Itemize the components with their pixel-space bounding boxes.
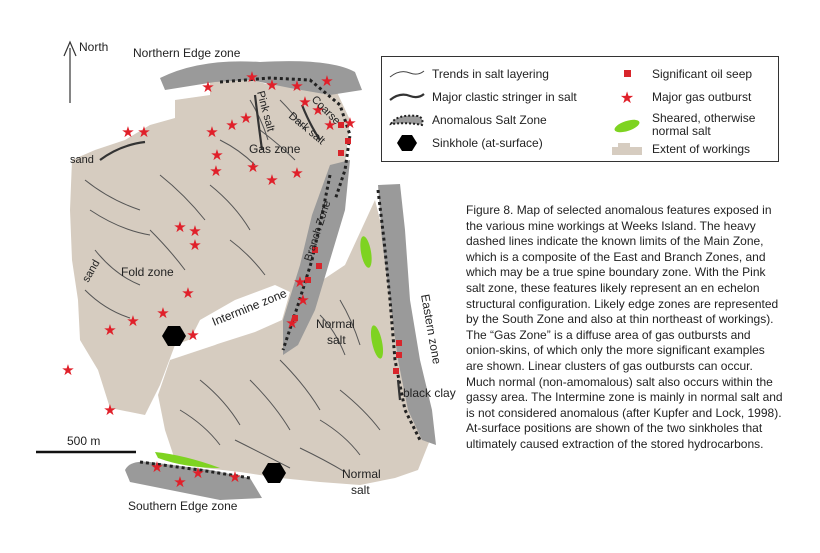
legend-item: Major clastic stringer in salt: [388, 89, 577, 105]
figure-caption: Figure 8. Map of selected anomalous feat…: [466, 203, 783, 451]
map-legend: Trends in salt layering Major clastic st…: [381, 56, 779, 162]
sheared-lens-1: [360, 236, 372, 268]
svg-text:★: ★: [181, 284, 194, 302]
sheared-lens-2: [370, 325, 384, 359]
svg-text:★: ★: [311, 101, 324, 119]
svg-text:★: ★: [293, 273, 306, 291]
svg-text:★: ★: [188, 222, 201, 240]
normal-salt-label-1b: salt: [327, 333, 346, 347]
southern-edge-zone: [125, 461, 262, 500]
svg-text:★: ★: [296, 291, 309, 309]
svg-text:★: ★: [290, 77, 303, 95]
salt-layering-trends: [84, 99, 381, 473]
svg-text:★: ★: [156, 304, 169, 322]
normal-salt-label-2b: salt: [351, 483, 370, 497]
eastern-zone-label: Eastern zone: [418, 293, 444, 365]
clastic-stringers: [99, 94, 402, 401]
legend-item: Anomalous Salt Zone: [388, 112, 547, 128]
eastern-zone: [378, 184, 436, 445]
svg-text:★: ★: [290, 164, 303, 182]
svg-text:★: ★: [209, 162, 222, 180]
southern-edge-boundary: [139, 460, 251, 480]
svg-text:★: ★: [620, 89, 634, 105]
scale-label: 500 m: [67, 434, 100, 448]
dashed-zone-icon: [389, 114, 424, 127]
svg-text:★: ★: [210, 146, 223, 164]
gas-outburst-star: ★: [201, 78, 214, 96]
svg-text:★: ★: [173, 218, 186, 236]
sand-label-1: sand: [70, 154, 94, 166]
north-arrow: [63, 40, 77, 103]
svg-text:★: ★: [137, 123, 150, 141]
svg-text:★: ★: [121, 123, 134, 141]
oil-seep-square: [338, 122, 344, 128]
svg-text:★: ★: [239, 109, 252, 127]
svg-text:★: ★: [298, 93, 311, 111]
svg-text:★: ★: [343, 114, 356, 132]
svg-text:★: ★: [191, 464, 204, 482]
thin-line-icon: [389, 70, 425, 78]
green-lens-icon: [614, 119, 640, 133]
svg-text:★: ★: [103, 401, 116, 419]
fold-zone-label: Fold zone: [121, 265, 174, 279]
hexagon-icon: [397, 135, 417, 151]
svg-text:★: ★: [265, 171, 278, 189]
svg-text:★: ★: [150, 458, 163, 476]
gas-outbursts: ★ ★ ★ ★ ★ ★ ★ ★ ★ ★ ★ ★ ★ ★ ★ ★ ★ ★ ★ ★ …: [61, 68, 356, 491]
svg-text:★: ★: [188, 236, 201, 254]
southern-edge-zone-label: Southern Edge zone: [128, 499, 238, 513]
legend-item: Sheared, otherwise normal salt: [608, 112, 782, 138]
black-clay-label: black clay: [403, 386, 456, 400]
svg-text:★: ★: [225, 116, 238, 134]
main-zone-boundary-branch: [281, 174, 332, 351]
legend-item: ★ Major gas outburst: [608, 89, 752, 105]
branch-zone: [283, 160, 350, 355]
legend-item: Significant oil seep: [608, 66, 752, 82]
red-square-icon: [624, 70, 631, 77]
svg-text:★: ★: [61, 361, 74, 379]
svg-text:★: ★: [265, 76, 278, 94]
main-zone-boundary-north: [219, 76, 352, 201]
legend-item: Extent of workings: [608, 141, 750, 157]
svg-text:★: ★: [205, 123, 218, 141]
sheared-lens-3: [155, 452, 220, 468]
svg-text:★: ★: [323, 116, 336, 134]
svg-text:★: ★: [103, 321, 116, 339]
legend-item: Sinkhole (at-surface): [388, 135, 543, 151]
svg-text:★: ★: [186, 326, 199, 344]
workings-west: [70, 78, 350, 415]
normal-salt-label-1: Normal: [316, 317, 355, 331]
svg-text:★: ★: [228, 468, 241, 486]
intermine-gap: [190, 285, 290, 348]
north-label: North: [79, 40, 108, 54]
oil-seeps: [292, 122, 402, 374]
northern-edge-zone: [160, 61, 362, 95]
main-zone-boundary-east: [376, 189, 422, 441]
svg-text:★: ★: [320, 72, 333, 90]
sinkhole-hexagon: [262, 463, 286, 483]
svg-text:★: ★: [126, 312, 139, 330]
thick-line-icon: [389, 93, 425, 101]
normal-salt-label-2: Normal: [342, 467, 381, 481]
red-star-icon: ★: [620, 89, 634, 105]
northern-edge-zone-label: Northern Edge zone: [133, 46, 241, 60]
svg-text:★: ★: [246, 158, 259, 176]
svg-text:★: ★: [245, 68, 258, 86]
workings-icon: [612, 143, 642, 155]
sinkhole-hexagon: [162, 326, 186, 346]
svg-text:★: ★: [173, 473, 186, 491]
gas-zone-label: Gas zone: [249, 142, 301, 156]
legend-item: Trends in salt layering: [388, 66, 549, 82]
